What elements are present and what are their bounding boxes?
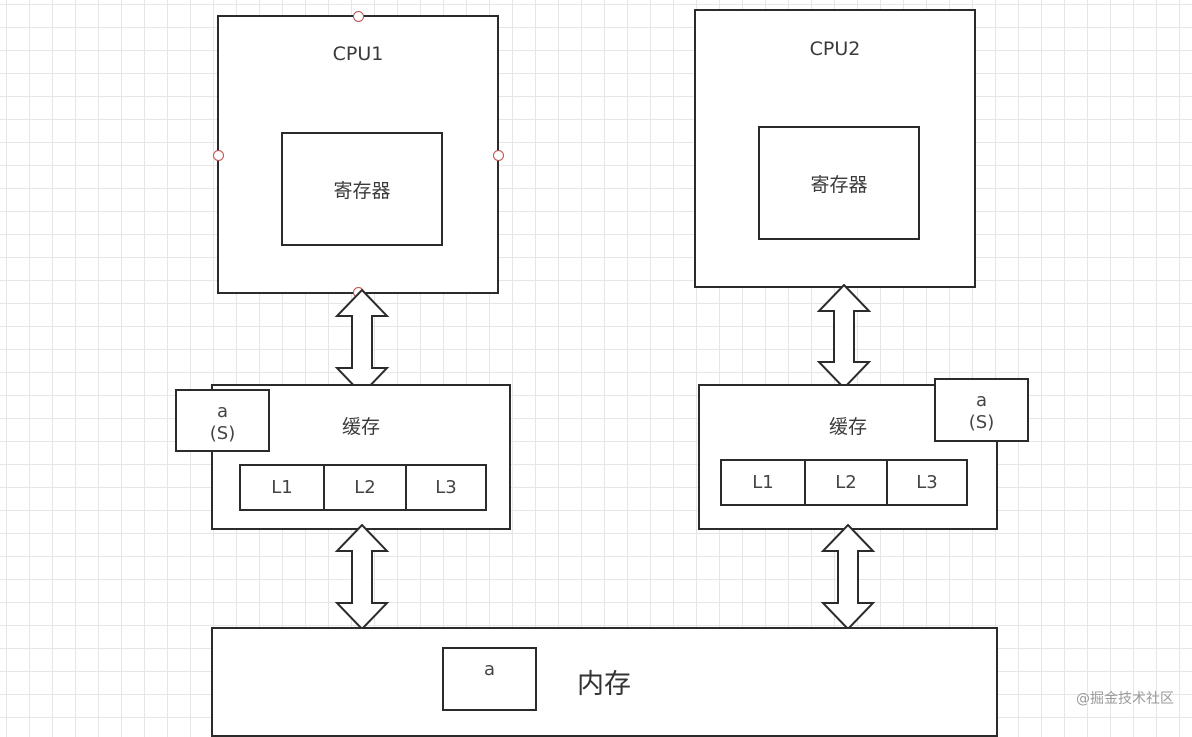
cache1-level-l3[interactable]: L3 xyxy=(405,466,485,509)
watermark: @掘金技术社区 xyxy=(1076,691,1174,707)
cache1-level-l1[interactable]: L1 xyxy=(271,477,293,498)
memory-value-cell[interactable]: a xyxy=(442,647,537,711)
selection-handle-right[interactable] xyxy=(493,150,504,161)
cache2-level-l2[interactable]: L2 xyxy=(804,461,886,504)
cache2-tag-state: (S) xyxy=(968,412,995,433)
cache2-box[interactable]: 缓存 L1 L2 L3 xyxy=(698,384,998,530)
cache2-value-tag[interactable]: a (S) xyxy=(934,378,1029,442)
cache1-tag-state: (S) xyxy=(209,423,236,444)
cache2-level-l3[interactable]: L3 xyxy=(886,461,966,504)
cache1-level-l2[interactable]: L2 xyxy=(323,466,405,509)
memory-var: a xyxy=(483,659,496,680)
cache1-value-tag[interactable]: a (S) xyxy=(175,389,270,452)
cache2-memory-arrow-icon xyxy=(820,524,876,630)
cpu1-cache1-arrow-icon xyxy=(334,289,390,395)
cpu2-cache2-arrow-icon xyxy=(816,284,872,389)
cpu1-register[interactable]: 寄存器 xyxy=(281,132,443,246)
cache2-level-l1[interactable]: L1 xyxy=(752,472,774,493)
cpu1-title: CPU1 xyxy=(332,43,384,65)
memory-title: 内存 xyxy=(577,669,631,700)
selection-handle-left[interactable] xyxy=(213,150,224,161)
cache1-tag-var: a xyxy=(216,401,229,422)
cache2-tag-var: a xyxy=(975,390,988,411)
cache1-memory-arrow-icon xyxy=(334,524,390,630)
cache2-levels: L1 L2 L3 xyxy=(720,459,968,506)
cache2-title: 缓存 xyxy=(828,416,867,438)
cache1-box[interactable]: 缓存 L1 L2 L3 xyxy=(211,384,511,530)
cpu2-title: CPU2 xyxy=(809,38,861,60)
cache1-title: 缓存 xyxy=(341,416,380,438)
cpu2-register[interactable]: 寄存器 xyxy=(758,126,920,240)
cache1-levels: L1 L2 L3 xyxy=(239,464,487,511)
memory-box[interactable]: a 内存 xyxy=(211,627,998,737)
cpu1-box[interactable]: CPU1 寄存器 xyxy=(217,15,499,294)
cpu2-box[interactable]: CPU2 寄存器 xyxy=(694,9,976,288)
selection-handle-top[interactable] xyxy=(353,11,364,22)
